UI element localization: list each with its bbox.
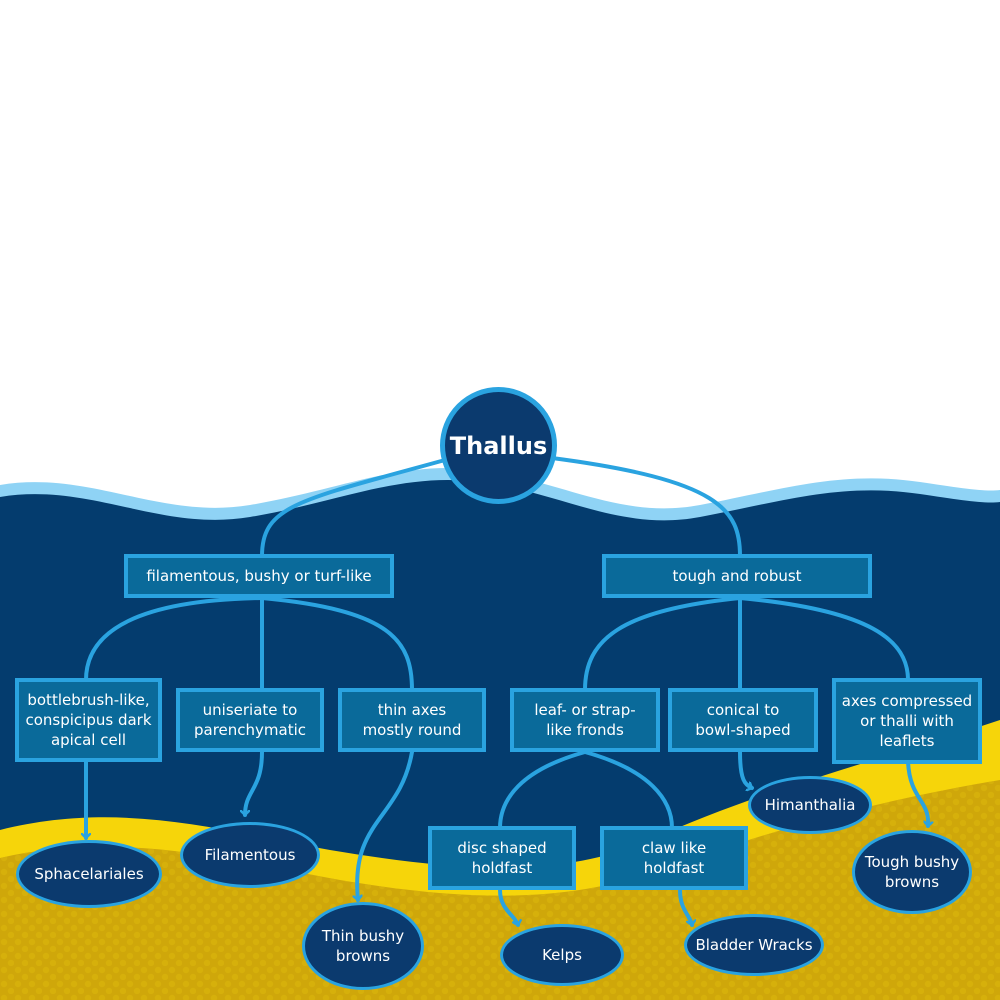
- node-himanthalia-label: Himanthalia: [764, 796, 856, 814]
- node-kelps-label: Kelps: [542, 946, 582, 964]
- node-filamentous-group: Filamentous: [180, 822, 320, 888]
- node-tough-robust: tough and robust: [602, 554, 872, 598]
- node-leaf-strap: leaf- or strap- like fronds: [510, 688, 660, 752]
- node-thin-bushy-browns-label: Thin bushy browns: [321, 927, 405, 965]
- node-axes-compressed-label: axes compressed or thalli with leaflets: [841, 692, 973, 750]
- node-uniseriate-label: uniseriate to parenchymatic: [193, 701, 307, 739]
- node-disc-holdfast-label: disc shaped holdfast: [457, 839, 547, 877]
- edge-tough-axes: [738, 596, 910, 682]
- node-sphacelariales-label: Sphacelariales: [34, 865, 144, 883]
- node-leaf-strap-label: leaf- or strap- like fronds: [534, 701, 636, 739]
- node-thallus: Thallus: [440, 387, 557, 504]
- node-filamentous-group-label: Filamentous: [204, 846, 296, 864]
- edge-root-filamentous: [260, 458, 447, 558]
- node-bladder-wracks: Bladder Wracks: [684, 914, 824, 976]
- edge-disc-kelps: [498, 888, 518, 927]
- edge-claw-bladder: [678, 888, 692, 927]
- edge-thin-browns: [357, 750, 414, 902]
- node-conical: conical to bowl-shaped: [668, 688, 818, 752]
- edge-fil-bottlebrush: [84, 596, 264, 682]
- edge-uniseriate-filamentous: [245, 750, 264, 817]
- edge-leaf-claw: [583, 750, 674, 830]
- node-axes-compressed: axes compressed or thalli with leaflets: [832, 678, 982, 764]
- node-tough-bushy-browns: Tough bushy browns: [852, 830, 972, 914]
- node-bottlebrush: bottlebrush-like, conspicipus dark apica…: [15, 678, 162, 762]
- node-claw-holdfast: claw like holdfast: [600, 826, 748, 890]
- edge-leaf-disc: [498, 750, 587, 830]
- node-conical-label: conical to bowl-shaped: [695, 701, 791, 739]
- node-tough-bushy-browns-label: Tough bushy browns: [864, 853, 960, 891]
- node-uniseriate: uniseriate to parenchymatic: [176, 688, 324, 752]
- edge-tough-leaf: [583, 596, 742, 692]
- node-himanthalia: Himanthalia: [748, 776, 872, 834]
- edge-conical-himanthalia: [738, 750, 754, 788]
- edge-root-tough: [550, 456, 742, 558]
- node-filamentous-bushy-label: filamentous, bushy or turf-like: [146, 567, 372, 585]
- node-kelps: Kelps: [500, 924, 624, 986]
- node-tough-robust-label: tough and robust: [672, 567, 802, 585]
- node-disc-holdfast: disc shaped holdfast: [428, 826, 576, 890]
- node-filamentous-bushy: filamentous, bushy or turf-like: [124, 554, 394, 598]
- node-thin-bushy-browns: Thin bushy browns: [302, 902, 424, 990]
- node-bladder-wracks-label: Bladder Wracks: [695, 936, 813, 954]
- node-claw-holdfast-label: claw like holdfast: [641, 839, 707, 877]
- edge-fil-thin: [260, 596, 414, 692]
- node-thin-axes: thin axes mostly round: [338, 688, 486, 752]
- edge-axes-tough-browns: [906, 760, 928, 828]
- node-thallus-label: Thallus: [449, 431, 548, 460]
- node-thin-axes-label: thin axes mostly round: [362, 701, 462, 739]
- node-sphacelariales: Sphacelariales: [16, 840, 162, 908]
- node-bottlebrush-label: bottlebrush-like, conspicipus dark apica…: [25, 691, 152, 749]
